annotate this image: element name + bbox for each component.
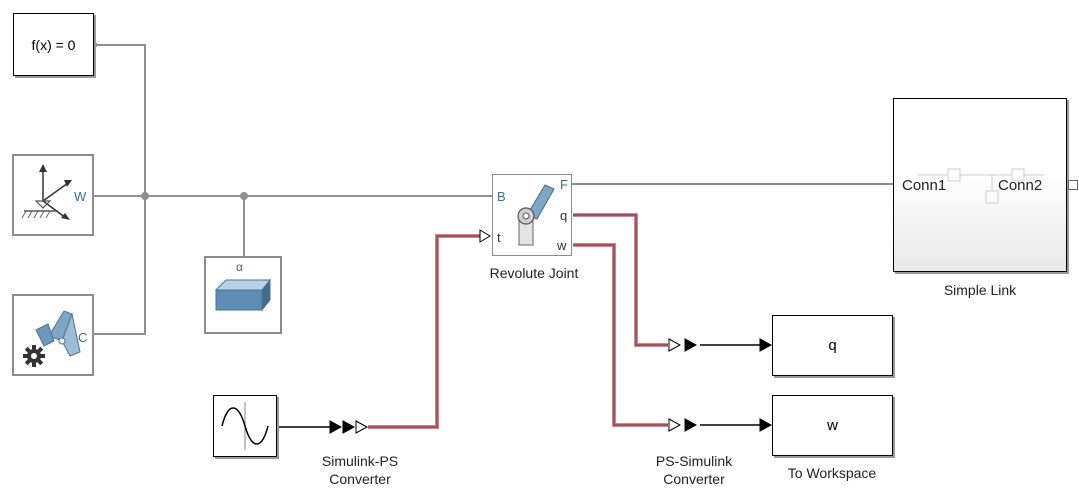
- simple-link-conn1: Conn1: [902, 177, 947, 194]
- config-port-c: C: [78, 330, 88, 345]
- sl-ps-converter-ports: [342, 420, 369, 434]
- revolute-joint-block[interactable]: B t F q w: [492, 174, 572, 256]
- simple-link-conn2-port[interactable]: [1068, 180, 1078, 190]
- subsystem-contents-icon: [918, 168, 1044, 204]
- to-workspace-q-block[interactable]: q: [772, 315, 893, 376]
- to-workspace-w-block[interactable]: w: [772, 395, 893, 456]
- mechanism-config-icon: [23, 310, 81, 367]
- inertia-port-symbol: α: [236, 260, 243, 274]
- revolute-port-q: q: [560, 208, 568, 223]
- sine-wave-icon: [221, 402, 269, 450]
- solid-box-icon: [214, 278, 272, 312]
- solver-connection: [94, 44, 146, 196]
- junction-dot: [141, 192, 149, 200]
- ps-simulink-label-line1: PS-Simulink: [655, 453, 733, 469]
- ps-sl-converter-w-ports: [668, 418, 698, 432]
- revolute-port-b: B: [497, 189, 506, 204]
- ps-simulink-converter-label: PS-Simulink Converter: [624, 452, 764, 488]
- mechanism-configuration-block[interactable]: C: [12, 294, 94, 376]
- simulink-ps-converter-label: Simulink-PS Converter: [290, 452, 430, 488]
- to-workspace-w-text: w: [827, 417, 838, 434]
- inertia-block[interactable]: α: [204, 256, 282, 334]
- world-frame-icon: [21, 164, 72, 220]
- ps-simulink-label-line2: Converter: [663, 471, 725, 487]
- ps-line-input: [368, 235, 480, 428]
- solver-configuration-block[interactable]: f(x) = 0: [13, 13, 94, 76]
- ps-line-w: [573, 244, 668, 426]
- junction-dot: [240, 192, 248, 200]
- simple-link-label: Simple Link: [943, 282, 1017, 298]
- sine-wave-block[interactable]: [213, 395, 277, 457]
- revolute-port-w: w: [557, 238, 567, 253]
- ps-sl-converter-q-ports: [668, 338, 698, 352]
- revolute-port-f: F: [560, 177, 568, 192]
- to-workspace-q-text: q: [828, 337, 837, 354]
- world-frame-block[interactable]: W: [12, 154, 94, 236]
- revolute-joint-icon: [517, 184, 555, 246]
- world-port-w: W: [74, 189, 87, 204]
- simple-link-subsystem[interactable]: Conn1 Conn2: [893, 98, 1067, 272]
- revolute-port-t: t: [497, 230, 501, 245]
- solver-text: f(x) = 0: [31, 36, 76, 53]
- simulink-ps-label-line1: Simulink-PS: [321, 453, 399, 469]
- revolute-joint-label: Revolute Joint: [489, 265, 579, 281]
- simple-link-conn2: Conn2: [998, 177, 1043, 194]
- to-workspace-label: To Workspace: [787, 465, 877, 481]
- simulink-ps-label-line2: Converter: [329, 471, 391, 487]
- ps-line-q: [573, 214, 668, 346]
- config-connection: [94, 196, 146, 335]
